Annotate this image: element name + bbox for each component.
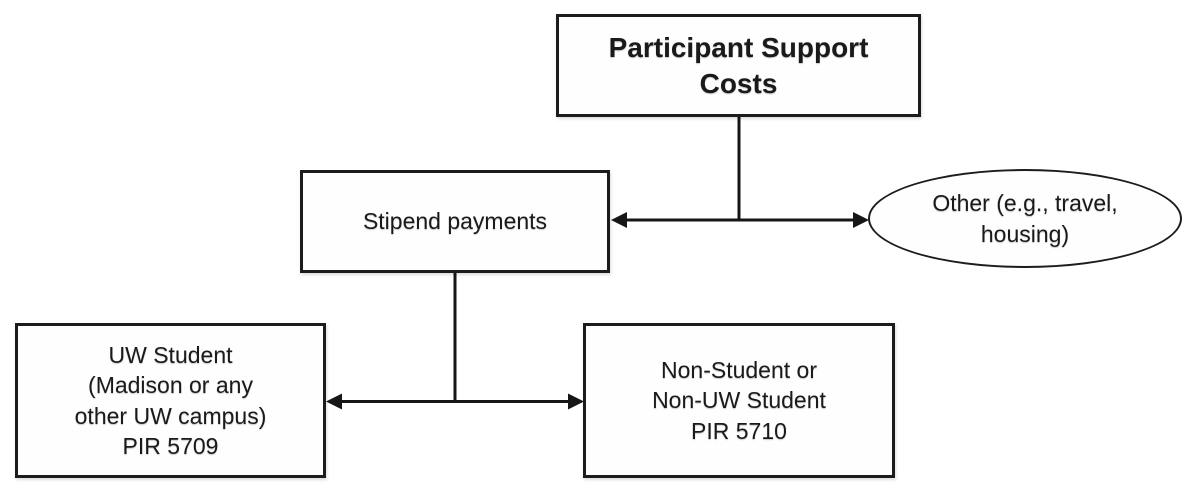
node-participant-support-costs: Participant Support Costs [556, 14, 921, 117]
arrowhead-to-uw-student [326, 393, 342, 410]
node-uw-student-pir-5709: UW Student (Madison or any other UW camp… [15, 323, 326, 478]
arrowhead-to-other [853, 212, 869, 228]
node-non-uw-student-pir-5710: Non-Student or Non-UW Student PIR 5710 [583, 323, 895, 478]
arrowhead-to-non-uw-student [568, 393, 584, 410]
node-other-travel-housing: Other (e.g., travel, housing) [868, 169, 1182, 268]
arrowhead-to-stipend [611, 212, 627, 228]
node-stipend-payments: Stipend payments [300, 170, 610, 273]
